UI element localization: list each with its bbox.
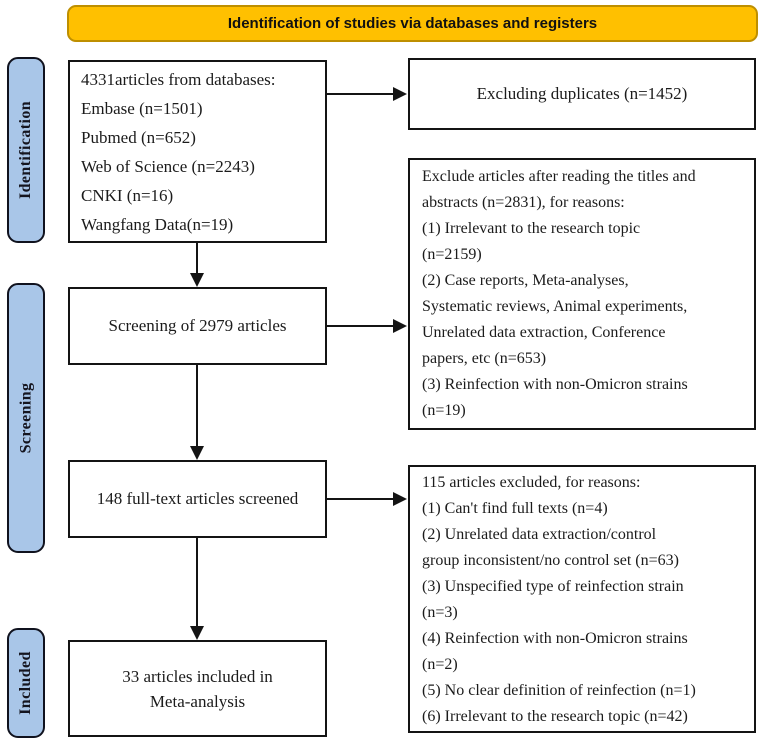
stage-included-label: Included — [17, 651, 35, 715]
arrowhead-right-icon — [393, 87, 407, 101]
arrowhead-right-icon — [393, 492, 407, 506]
arrow-line — [327, 93, 394, 95]
box-included: 33 articles included in Meta-analysis — [68, 640, 327, 737]
arrow-line — [196, 538, 198, 627]
arrowhead-right-icon — [393, 319, 407, 333]
arrowhead-down-icon — [190, 273, 204, 287]
arrow-line — [196, 365, 198, 447]
box-duplicates-excluded: Excluding duplicates (n=1452) — [408, 58, 756, 130]
stage-included: Included — [7, 628, 45, 738]
box-fulltext-screened-label: 148 full-text articles screened — [96, 489, 299, 508]
box-fulltext-screened: 148 full-text articles screened — [68, 460, 327, 538]
arrow-line — [196, 243, 198, 274]
box-databases: 4331articles from databases: Embase (n=1… — [68, 60, 327, 243]
box-screening-label: Screening of 2979 articles — [108, 316, 287, 335]
box-screening: Screening of 2979 articles — [68, 287, 327, 365]
stage-screening: Screening — [7, 283, 45, 553]
arrowhead-down-icon — [190, 626, 204, 640]
box-fulltext-excluded: 115 articles excluded, for reasons: (1) … — [408, 465, 756, 733]
banner-title: Identification of studies via databases … — [67, 5, 758, 42]
stage-screening-label: Screening — [17, 382, 35, 454]
box-title-abstract-excluded: Exclude articles after reading the title… — [408, 158, 756, 430]
stage-identification-label: Identification — [17, 100, 35, 200]
arrow-line — [327, 325, 394, 327]
stage-identification: Identification — [7, 57, 45, 243]
arrowhead-down-icon — [190, 446, 204, 460]
arrow-line — [327, 498, 394, 500]
box-duplicates-excluded-label: Excluding duplicates (n=1452) — [476, 84, 688, 103]
